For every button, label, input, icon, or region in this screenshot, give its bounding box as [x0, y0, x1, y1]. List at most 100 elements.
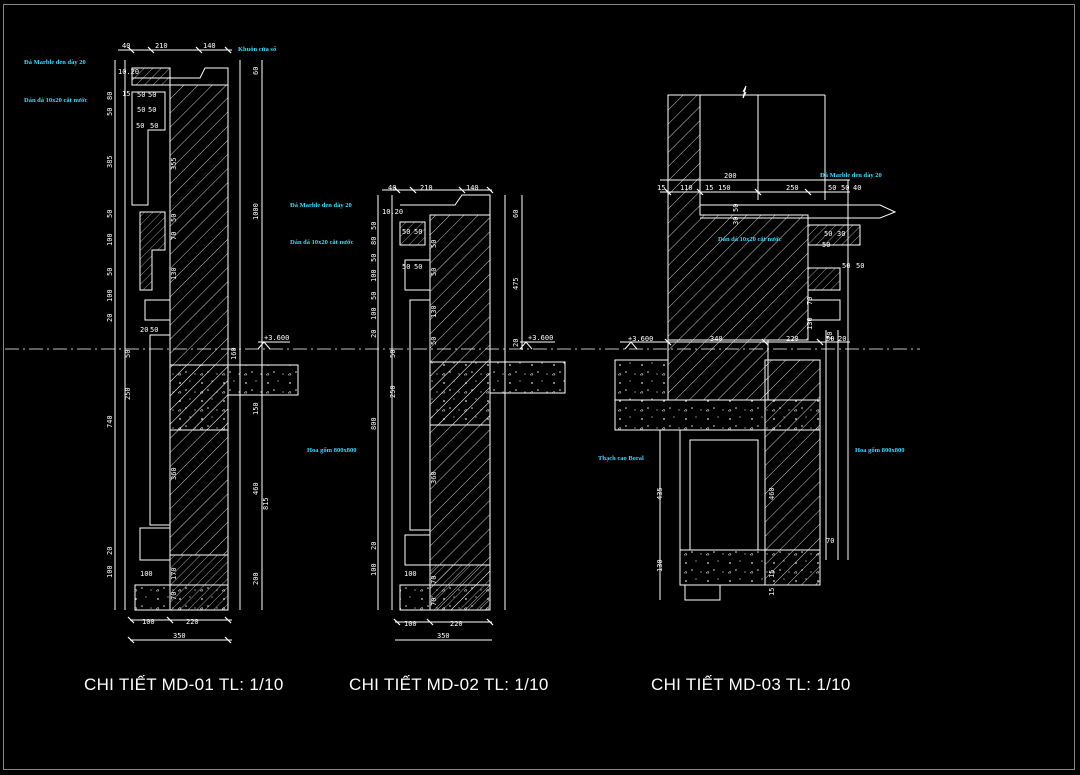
md01-dim-top-1: 40 — [122, 42, 130, 50]
md02-dim-top-1: 40 — [388, 184, 396, 192]
md03-dim-inner-5: 50 — [822, 241, 830, 249]
md01-note-marble: Đá Marble đen dày 20 — [24, 59, 86, 66]
md01-level-mark: +3.600 — [264, 334, 289, 342]
md02-dim-inner-9: 360 — [430, 471, 438, 484]
md02-dimension-labels: 40 210 140 100 220 350 60 475 20 10.20 5… — [290, 184, 553, 640]
md02-dim-left-9: 50 — [389, 350, 397, 358]
md01-note-frame: Khuôn cửa sổ — [238, 46, 277, 53]
md01-dim-left-14: 20 — [106, 547, 114, 555]
md03-dim-mid-4: 20 — [838, 335, 846, 343]
md01-wall-section — [169, 84, 229, 556]
md01-dim-inner-7: 355 — [170, 157, 178, 170]
md03-dim-inner-10: 20 — [826, 332, 834, 340]
md03-dimension-labels: 200 15 110 15 150 250 50 50 40 340 220 5… — [598, 172, 904, 596]
md02-dim-left-7: 100 — [370, 307, 378, 320]
md03-dim-top-1: 200 — [724, 172, 737, 180]
md01-dim-inner-3: 50 — [137, 106, 145, 114]
md03-dim-mid-1: 340 — [710, 335, 723, 343]
md02-dim-left-6: 50 — [370, 292, 378, 300]
md01-dim-left-5: 385 — [106, 155, 114, 168]
md01-dim-inner-8: 50 — [170, 214, 178, 222]
md02-note-marble: Đá Marble đen dày 20 — [290, 202, 352, 209]
md03-dim-inner-8: 70 — [806, 297, 814, 305]
md03-dim-inner-2: 30 — [732, 217, 740, 225]
md01-dim-left-3: 80 — [106, 92, 114, 100]
md02-dim-inner-2: 50 — [414, 228, 422, 236]
md02-dim-left-5: 100 — [370, 269, 378, 282]
md01-dim-inner-16: 70 — [170, 592, 178, 600]
md02-dim-inner-4: 50 — [414, 263, 422, 271]
md03-dim-left-1: 435 — [656, 487, 664, 500]
detail-md-01 — [114, 46, 299, 644]
md01-dim-right-7: 200 — [252, 572, 260, 585]
md02-dim-right-1: 60 — [512, 210, 520, 218]
md01-dim-left-8: 50 — [106, 268, 114, 276]
md02-dim-inner-8: 50 — [430, 337, 438, 345]
md02-dim-bottom-2: 220 — [450, 620, 463, 628]
md03-dim-top-6: 250 — [786, 184, 799, 192]
md01-dim-inner-13: 360 — [170, 467, 178, 480]
md02-dim-left-12: 20 — [370, 542, 378, 550]
md01-dim-inner-9: 70 — [170, 232, 178, 240]
md01-dim-left-2: 15 — [122, 90, 130, 98]
md01-dim-left-11: 50 — [124, 350, 132, 358]
md01-dim-inner-1: 50 — [137, 91, 145, 99]
md01-dim-inner-4: 50 — [148, 106, 156, 114]
md03-dim-inner-13: 15 — [768, 570, 776, 578]
md01-dim-top-2: 210 — [155, 42, 168, 50]
md02-dim-inner-11: 70 — [430, 576, 438, 584]
md02-dim-right-3: 20 — [512, 339, 520, 347]
md01-dim-left-7: 100 — [106, 233, 114, 246]
md01-dim-bottom-3: 350 — [173, 632, 186, 640]
md03-dim-inner-9: 130 — [806, 317, 814, 330]
md01-dim-left-9: 100 — [106, 289, 114, 302]
md03-note-tile: Hoa gốm 800x800 — [855, 447, 904, 454]
md02-note-tile: Hoa gốm 800x800 — [307, 447, 356, 454]
md03-dim-inner-11: 460 — [768, 487, 776, 500]
md02-dim-left-2: 50 — [370, 222, 378, 230]
md03-dim-inner-4: 30 — [837, 230, 845, 238]
md01-dim-right-6: 815 — [262, 497, 270, 510]
md03-dim-top-3: 110 — [680, 184, 693, 192]
md01-dim-inner-11: 20 — [140, 326, 148, 334]
md02-dim-left-8: 20 — [370, 330, 378, 338]
md01-dim-inner-14: 100 — [140, 570, 153, 578]
md03-dim-top-4: 15 — [705, 184, 713, 192]
md01-dim-left-4: 50 — [106, 108, 114, 116]
caption-md-01: CHI TIẾT MD-01 TL: 1/10 — [84, 675, 284, 694]
md03-dim-inner-3: 50 — [824, 230, 832, 238]
md02-dim-top-2: 210 — [420, 184, 433, 192]
md01-dim-left-6: 50 — [106, 210, 114, 218]
md02-dim-left-4: 50 — [370, 254, 378, 262]
md02-dim-inner-12: 70 — [430, 598, 438, 606]
md01-dim-inner-5: 50 — [136, 122, 144, 130]
md03-dim-left-3: 15 — [768, 588, 776, 596]
md01-dim-bottom-1: 100 — [142, 618, 155, 626]
md01-dimension-labels: 40 210 140 100 220 350 60 1000 160 150 4… — [24, 42, 289, 640]
md01-dim-left-12: 250 — [124, 387, 132, 400]
md03-dim-top-8: 50 — [841, 184, 849, 192]
md03-dim-top-2: 15 — [657, 184, 665, 192]
md01-dim-top-3: 140 — [203, 42, 216, 50]
md02-dim-inner-1: 50 — [402, 228, 410, 236]
md01-dim-inner-12: 50 — [150, 326, 158, 334]
md03-dim-mid-3: 50 — [826, 335, 834, 343]
detail-md-02 — [377, 186, 566, 641]
md02-dim-inner-5: 50 — [430, 240, 438, 248]
md03-dim-inner-12: 70 — [826, 537, 834, 545]
md03-note-drip: Dán đá 10x20 cắt nước — [718, 236, 782, 243]
md02-dim-left-3: 80 — [370, 237, 378, 245]
md01-note-drip: Dán đá 10x20 cắt nước — [24, 97, 88, 104]
md03-dim-top-9: 40 — [853, 184, 861, 192]
md02-dim-left-1: 10.20 — [382, 208, 403, 216]
md01-dim-left-13: 740 — [106, 415, 114, 428]
md03-dim-inner-6: 50 — [842, 262, 850, 270]
md03-dim-inner-1: 50 — [732, 204, 740, 212]
md02-dim-left-13: 100 — [370, 563, 378, 576]
md03-dim-top-5: 150 — [718, 184, 731, 192]
md02-dim-right-2: 475 — [512, 277, 520, 290]
md03-floor-slab — [614, 359, 669, 401]
md01-dim-left-1: 10.20 — [118, 68, 139, 76]
md01-dim-inner-15: 170 — [170, 567, 178, 580]
md01-dim-left-15: 100 — [106, 565, 114, 578]
